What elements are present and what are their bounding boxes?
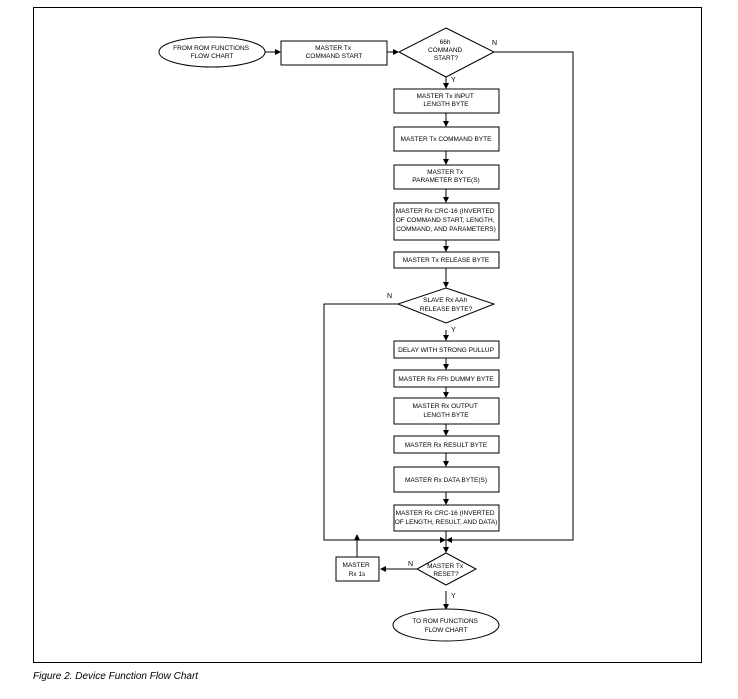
terminator-start	[158, 36, 266, 68]
tx-input-length-label: MASTER Tx INPUT LENGTH BYTE	[417, 93, 476, 108]
arrowhead	[443, 121, 449, 127]
process-rx-1s	[335, 556, 380, 582]
process-rx-output-length	[393, 397, 500, 425]
arrowhead	[443, 83, 449, 89]
arrowhead	[443, 499, 449, 505]
process-rx-crc16-a	[393, 202, 500, 241]
start-label: FROM ROM FUNCTIONS FLOW CHART	[173, 45, 251, 60]
dec-reset-label: MASTER Tx RESET?	[427, 563, 465, 578]
arrowhead	[393, 49, 399, 55]
delay-pullup-label: DELAY WITH STRONG PULLUP	[398, 347, 494, 354]
tx-parameter-label: MASTER Tx PARAMETER BYTE(S)	[412, 169, 479, 184]
nodes	[158, 27, 500, 642]
rx-ffh-dummy-label: MASTER Rx FFh DUMMY BYTE	[398, 376, 494, 383]
rx-result-label: MASTER Rx RESULT BYTE	[405, 442, 488, 449]
arrowhead	[443, 282, 449, 288]
process-rx-result	[393, 435, 500, 454]
arrowhead	[443, 392, 449, 398]
arrowhead	[440, 537, 446, 543]
rx-data-label: MASTER Rx DATA BYTE(S)	[405, 477, 487, 484]
arrowhead	[443, 604, 449, 610]
dec66-yes-label: Y	[451, 77, 456, 84]
process-tx-input-length	[393, 88, 500, 114]
arrowhead	[443, 246, 449, 252]
process-tx-parameter	[393, 164, 500, 190]
connectors	[265, 51, 574, 604]
reset-yes-label: Y	[451, 593, 456, 600]
arrowhead	[443, 335, 449, 341]
process-rx-ffh-dummy	[393, 369, 500, 388]
figure-caption: Figure 2. Device Function Flow Chart	[33, 671, 199, 682]
arrowhead	[446, 537, 452, 543]
tx-release-label: MASTER Tx RELEASE BYTE	[403, 257, 490, 264]
reset-no-label: N	[408, 561, 413, 568]
tx-command-byte-label: MASTER Tx COMMAND BYTE	[401, 136, 493, 143]
arrowhead	[275, 49, 281, 55]
tx-cmd-start-label: MASTER Tx COMMAND START	[306, 45, 363, 60]
edge-labels: N Y N Y N Y	[387, 40, 497, 600]
terminator-end	[392, 608, 500, 642]
decision-66h-command-start	[397, 27, 496, 78]
dec66-no-label: N	[492, 40, 497, 47]
arrowheads	[275, 49, 452, 610]
arrowhead	[443, 430, 449, 436]
figure-frame	[33, 7, 702, 663]
dec-slave-release-label: SLAVE Rx AAh RELEASE BYTE?	[420, 297, 473, 313]
process-rx-crc16-b	[393, 504, 500, 532]
slave-yes-label: Y	[451, 327, 456, 334]
rx-crc16-b-label: MASTER Rx CRC-16 (INVERTED OF LENGTH, RE…	[395, 510, 498, 526]
process-tx-command-start	[280, 40, 388, 66]
rx-output-length-label: MASTER Rx OUTPUT LENGTH BYTE	[412, 403, 479, 419]
dec-66h-label: 66h COMMAND START?	[428, 39, 464, 62]
arrowhead	[443, 364, 449, 370]
arrowhead	[443, 461, 449, 467]
arrowhead	[443, 197, 449, 203]
process-delay-pullup	[393, 340, 500, 359]
arrowhead	[354, 534, 360, 540]
process-rx-data	[393, 466, 500, 493]
node-labels: FROM ROM FUNCTIONS FLOW CHART MASTER Tx …	[173, 39, 497, 634]
edge-dec-slave-no-loop	[323, 303, 440, 541]
end-label: TO ROM FUNCTIONS FLOW CHART	[412, 618, 479, 634]
slave-no-label: N	[387, 293, 392, 300]
process-tx-command-byte	[393, 126, 500, 152]
arrowhead	[443, 547, 449, 553]
arrowhead	[380, 566, 386, 572]
arrowhead	[443, 159, 449, 165]
process-tx-release	[393, 251, 500, 269]
edge-dec66-no-loop	[452, 51, 574, 541]
decision-slave-release	[396, 287, 496, 324]
rx-1s-label: MASTER Rx 1s	[343, 562, 372, 578]
rx-crc16-a-label: MASTER Rx CRC-16 (INVERTED OF COMMAND ST…	[396, 208, 497, 233]
decision-reset	[415, 552, 478, 586]
